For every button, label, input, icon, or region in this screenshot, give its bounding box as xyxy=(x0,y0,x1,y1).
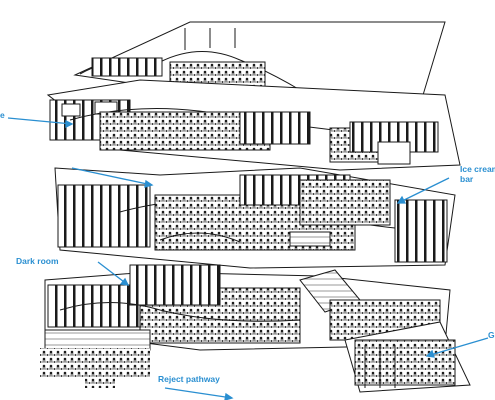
callout-dark-room: Dark room xyxy=(16,256,59,266)
callout-cut-left: e xyxy=(0,110,5,120)
floor-2 xyxy=(54,167,456,269)
queue-crowd xyxy=(40,348,150,388)
callout-cut-right: G xyxy=(488,330,495,340)
courtyard xyxy=(344,321,471,393)
callout-ice-cream-bar: Ice cream bar xyxy=(460,164,495,184)
callout-leaders xyxy=(7,117,489,400)
floor-1 xyxy=(44,264,451,351)
floor-3 xyxy=(46,79,461,171)
callout-reject-pathway: Reject pathway xyxy=(158,374,220,384)
